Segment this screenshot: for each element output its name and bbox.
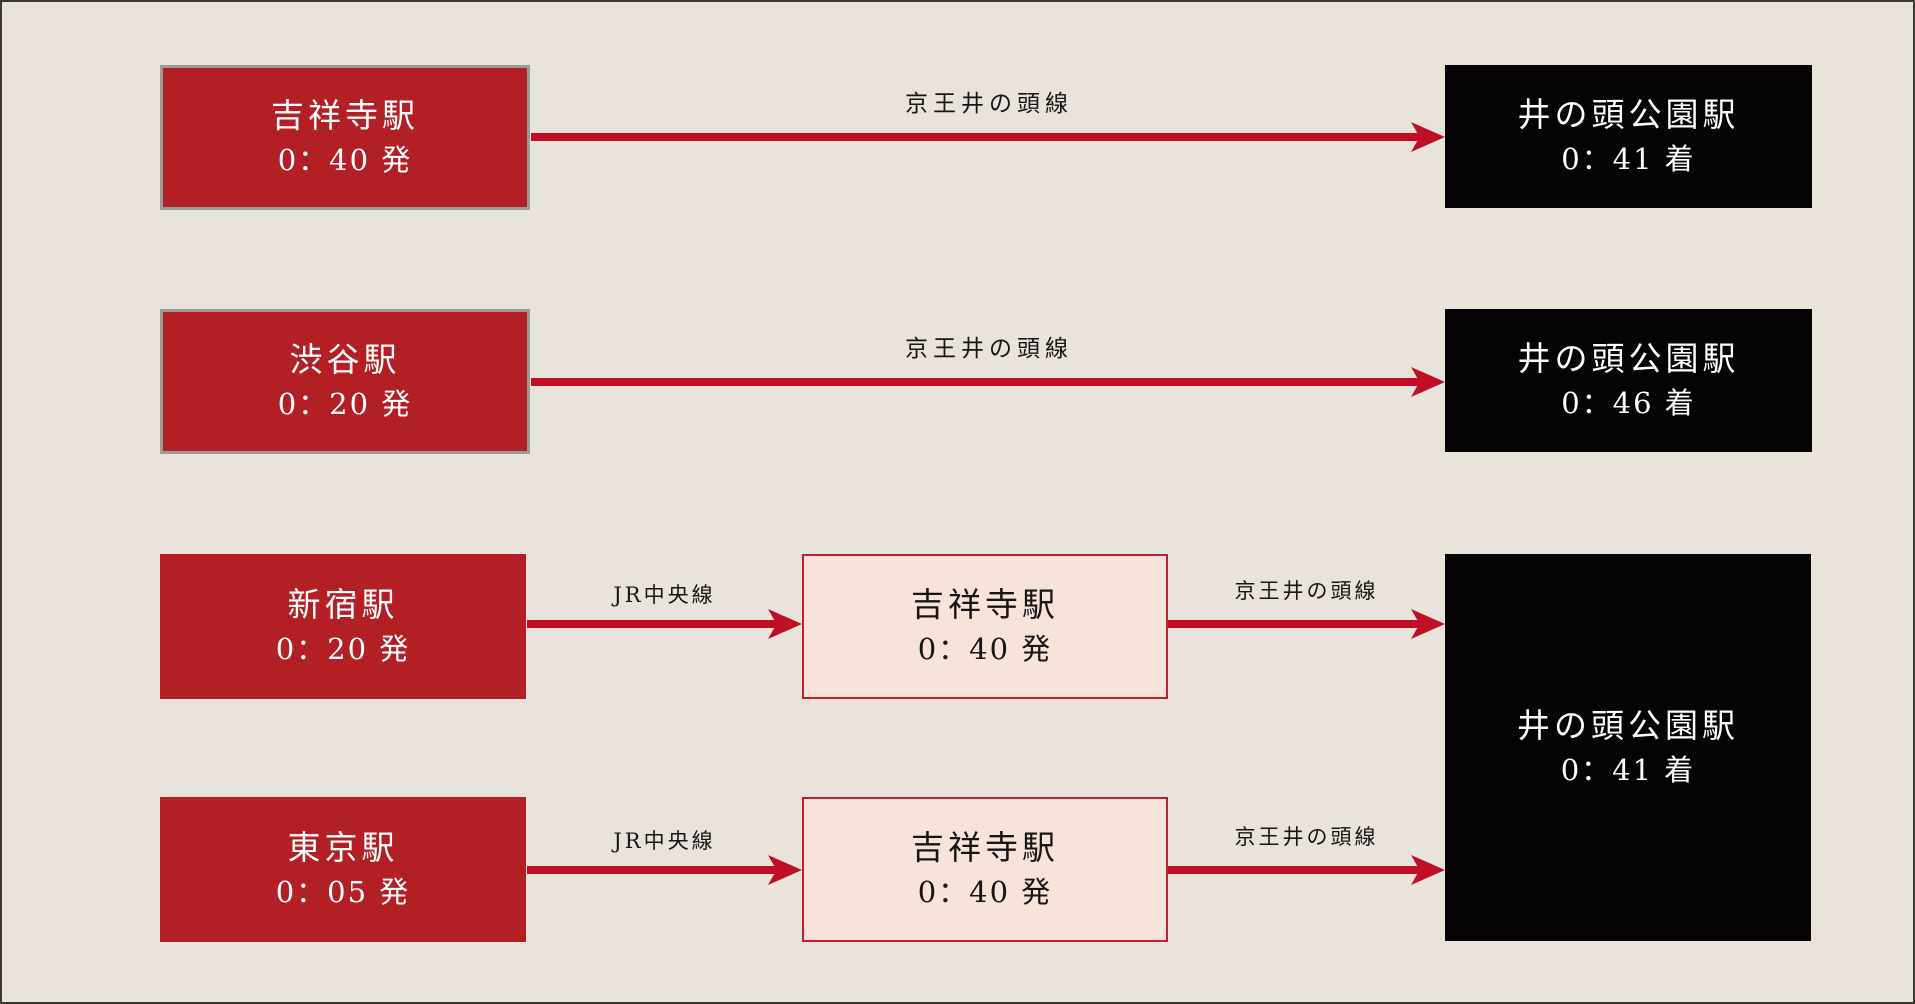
arrow-shaft (1168, 866, 1425, 874)
station-name: 吉祥寺駅 (271, 96, 419, 136)
line-label: 京王井の頭線 (1234, 579, 1379, 603)
transfer-station-node: 吉祥寺駅 0：40 発 (802, 797, 1168, 942)
route-arrow (1168, 609, 1445, 639)
line-label: 京王井の頭線 (1234, 825, 1379, 849)
arrival-station-node: 井の頭公園駅 0：41 着 (1445, 554, 1811, 941)
departure-station-node: 吉祥寺駅 0：40 発 (160, 65, 530, 210)
arrival-station-node: 井の頭公園駅 0：41 着 (1445, 65, 1812, 208)
arrow-shaft (527, 620, 782, 628)
station-name: 東京駅 (287, 828, 399, 868)
departure-time: 0：40 発 (917, 631, 1053, 666)
route-arrow (527, 609, 802, 639)
transfer-station-node: 吉祥寺駅 0：40 発 (802, 554, 1168, 699)
arrow-shaft (1168, 620, 1425, 628)
arrow-shaft (527, 866, 782, 874)
arrival-time: 0：41 着 (1560, 752, 1696, 787)
departure-time: 0：40 発 (917, 874, 1053, 909)
station-name: 井の頭公園駅 (1517, 339, 1740, 379)
line-label: 京王井の頭線 (905, 91, 1073, 117)
station-name: 渋谷駅 (289, 340, 401, 380)
station-name: 吉祥寺駅 (911, 585, 1059, 625)
departure-time: 0：20 発 (275, 631, 411, 666)
route-arrow (1168, 855, 1445, 885)
departure-station-node: 渋谷駅 0：20 発 (160, 309, 530, 454)
station-name: 井の頭公園駅 (1517, 95, 1740, 135)
arrow-shaft (531, 378, 1425, 386)
arrival-station-node: 井の頭公園駅 0：46 着 (1445, 309, 1812, 452)
route-arrow (531, 122, 1445, 152)
arrow-shaft (531, 133, 1425, 141)
route-arrow (527, 855, 802, 885)
route-arrow (531, 367, 1445, 397)
departure-time: 0：40 発 (277, 142, 413, 177)
line-label: 京王井の頭線 (905, 336, 1073, 362)
station-name: 井の頭公園駅 (1517, 706, 1739, 746)
departure-station-node: 新宿駅 0：20 発 (160, 554, 526, 699)
station-name: 新宿駅 (287, 585, 399, 625)
station-name: 吉祥寺駅 (911, 828, 1059, 868)
line-label: JR中央線 (613, 829, 716, 853)
departure-time: 0：20 発 (277, 386, 413, 421)
arrival-time: 0：41 着 (1561, 141, 1696, 176)
departure-time: 0：05 発 (275, 874, 411, 909)
departure-station-node: 東京駅 0：05 発 (160, 797, 526, 942)
line-label: JR中央線 (613, 583, 716, 607)
arrival-time: 0：46 着 (1561, 385, 1696, 420)
